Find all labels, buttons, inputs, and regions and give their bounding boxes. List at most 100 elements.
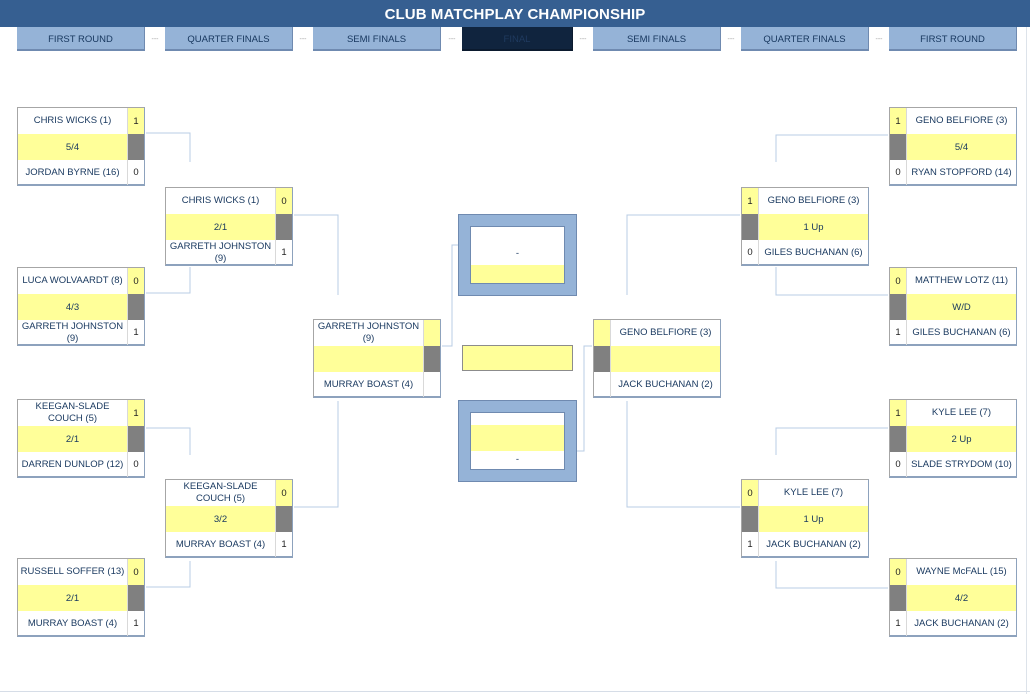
match-left-r1-3: KEEGAN-SLADE COUCH (5) 1 2/1 DARREN DUNLO… [17,399,145,478]
player-name[interactable]: MURRAY BOAST (4) [27,617,118,629]
match-result[interactable]: 4/2 [954,592,969,604]
player-name[interactable]: KYLE LEE (7) [783,487,844,498]
player-score[interactable]: 1 [275,240,292,265]
match-result[interactable]: 5/4 [65,141,80,153]
loser-marker [423,346,440,372]
player-name[interactable]: GARRETH JOHNSTON (9) [317,321,420,344]
player-name[interactable]: RUSSELL SOFFER (13) [20,566,125,577]
match-result[interactable]: W/D [952,301,971,313]
player-score[interactable] [423,320,440,346]
player-name[interactable]: JACK BUCHANAN (2) [766,538,861,550]
player-name[interactable]: SLADE STRYDOM (10) [911,458,1012,470]
player-score[interactable]: 0 [127,452,144,477]
match-result[interactable]: 4/3 [65,301,80,313]
player-score[interactable]: 0 [127,268,144,294]
player-name[interactable]: GARRETH JOHNSTON (9) [21,320,124,344]
loser-marker [127,134,144,160]
loser-marker [890,426,907,452]
player-score[interactable]: 0 [890,160,907,185]
final-bottom-highlight [471,425,564,451]
player-score[interactable]: 1 [127,400,144,426]
round-tab-right-semi-finals[interactable]: SEMI FINALS [593,27,721,51]
player-score[interactable]: 0 [890,268,907,294]
match-result[interactable]: 2/1 [65,433,80,445]
match-result[interactable] [611,346,720,372]
player-score[interactable]: 0 [275,188,292,214]
match-result[interactable] [314,346,423,372]
player-score[interactable]: 1 [127,611,144,636]
round-tab-right-quarter-finals[interactable]: QUARTER FINALS [741,27,869,51]
loser-marker [742,214,759,240]
player-name[interactable]: KYLE LEE (7) [931,407,992,418]
match-result[interactable]: 2/1 [65,592,80,604]
round-tab-right-first-round[interactable]: FIRST ROUND [889,27,1017,51]
player-name[interactable]: JORDAN BYRNE (16) [25,166,120,178]
player-score[interactable]: 1 [742,188,759,214]
player-score[interactable]: 0 [127,160,144,185]
player-score[interactable] [594,372,611,397]
player-name[interactable]: DARREN DUNLOP (12) [21,458,124,470]
connector-line [626,214,740,295]
player-name[interactable]: GILES BUCHANAN (6) [764,246,863,258]
match-result[interactable]: 2 Up [951,433,972,445]
player-score[interactable]: 1 [890,611,907,636]
match-result[interactable]: 1 Up [803,513,824,525]
match-left-r1-2: LUCA WOLVAARDT (8) 0 4/3 GARRETH JOHNSTON… [17,267,145,346]
player-score[interactable]: 0 [742,240,759,265]
player-score[interactable]: 0 [890,452,907,477]
match-right-sf: GENO BELFIORE (3) JACK BUCHANAN (2) [593,319,721,398]
player-name[interactable]: GENO BELFIORE (3) [619,327,712,338]
round-tab-left-first-round[interactable]: FIRST ROUND [17,27,145,51]
round-separator: --- [299,36,307,43]
round-tab-left-semi-finals[interactable]: SEMI FINALS [313,27,441,51]
player-score[interactable]: 1 [127,320,144,345]
player-name[interactable]: GENO BELFIORE (3) [915,115,1008,126]
player-score[interactable]: 0 [890,559,907,585]
match-left-sf: GARRETH JOHNSTON (9) MURRAY BOAST (4) [313,319,441,398]
player-name[interactable]: MURRAY BOAST (4) [323,378,414,390]
final-top-finalist[interactable]: - [515,248,520,259]
connector-line [775,267,888,296]
player-score[interactable]: 0 [127,559,144,585]
player-name[interactable]: KEEGAN-SLADE COUCH (5) [35,401,110,424]
match-result[interactable]: 3/2 [213,513,228,525]
player-score[interactable]: 0 [742,480,759,506]
player-name[interactable]: CHRIS WICKS (1) [33,115,112,126]
loser-marker [275,506,292,532]
player-score[interactable] [423,372,440,397]
connector-line [294,401,339,508]
player-name[interactable]: RYAN STOPFORD (14) [911,166,1012,178]
page-title: CLUB MATCHPLAY CHAMPIONSHIP [0,0,1030,27]
connector-line [577,345,592,452]
player-name[interactable]: JACK BUCHANAN (2) [618,378,713,390]
round-tab-final[interactable]: FINAL [462,27,573,51]
player-name[interactable]: GARRETH JOHNSTON (9) [169,240,272,264]
round-separator: --- [151,36,159,43]
player-score[interactable]: 1 [275,532,292,557]
player-name[interactable]: GILES BUCHANAN (6) [912,326,1011,338]
player-score[interactable] [594,320,611,346]
player-name[interactable]: MATTHEW LOTZ (11) [914,275,1009,286]
round-separator: --- [875,36,883,43]
connector-line [442,244,458,347]
player-score[interactable]: 1 [127,108,144,134]
player-score[interactable]: 1 [890,400,907,426]
player-score[interactable]: 1 [742,532,759,557]
player-name[interactable]: CHRIS WICKS (1) [181,195,260,206]
final-result[interactable] [462,345,573,371]
loser-marker [742,506,759,532]
player-name[interactable]: GENO BELFIORE (3) [767,195,860,206]
player-name[interactable]: LUCA WOLVAARDT (8) [22,275,123,286]
final-bottom-finalist[interactable]: - [515,454,520,465]
match-result[interactable]: 5/4 [954,141,969,153]
player-score[interactable]: 1 [890,108,907,134]
player-score[interactable]: 0 [275,480,292,506]
match-result[interactable]: 1 Up [803,221,824,233]
player-name[interactable]: WAYNE McFALL (15) [916,566,1007,577]
player-name[interactable]: KEEGAN-SLADE COUCH (5) [183,481,258,504]
match-result[interactable]: 2/1 [213,221,228,233]
player-score[interactable]: 1 [890,320,907,345]
player-name[interactable]: MURRAY BOAST (4) [175,538,266,550]
player-name[interactable]: JACK BUCHANAN (2) [914,617,1009,629]
round-tab-left-quarter-finals[interactable]: QUARTER FINALS [165,27,293,51]
